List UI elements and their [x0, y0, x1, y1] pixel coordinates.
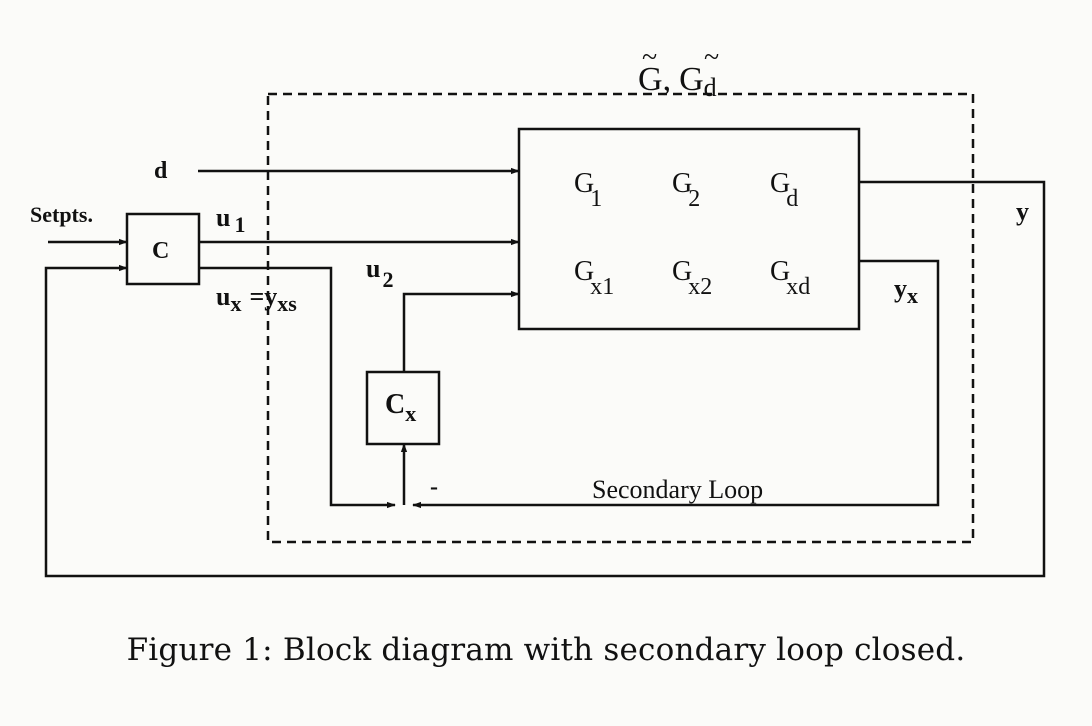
minus-sign: - [430, 474, 438, 500]
u2-line [402, 290, 520, 372]
g2-label: G2 [672, 168, 700, 212]
gd-label: Gd [770, 168, 798, 212]
ux-yxs-label: ux=yxs [216, 282, 297, 316]
yx-feedback-line [412, 259, 940, 509]
figure-caption: Figure 1: Block diagram with secondary l… [126, 632, 966, 668]
ux-setpoint-line [199, 266, 396, 509]
secondary-loop-label: Secondary Loop [592, 475, 763, 504]
y-label: y [1016, 197, 1029, 226]
gxd-label: Gxd [770, 256, 810, 300]
disturbance-label: d [154, 158, 168, 184]
secondary-controller-label: Cx [385, 389, 416, 426]
controller-block [125, 212, 201, 286]
augmented-plant-title: G,Gd [638, 61, 717, 102]
y-feedback-line [44, 180, 1046, 578]
yx-label: yx [894, 274, 918, 308]
controller-label: C [152, 238, 169, 264]
u2-label: u2 [366, 254, 393, 292]
tilde-mark-gd: ~ [704, 42, 719, 73]
gx1-label: Gx1 [574, 256, 614, 300]
setpoints-label: Setpts. [30, 202, 93, 227]
plant-block [517, 127, 861, 331]
tilde-mark-g: ~ [642, 42, 657, 73]
augmented-plant-boundary [266, 92, 975, 544]
gx2-label: Gx2 [672, 256, 712, 300]
g1-label: G1 [574, 168, 602, 212]
